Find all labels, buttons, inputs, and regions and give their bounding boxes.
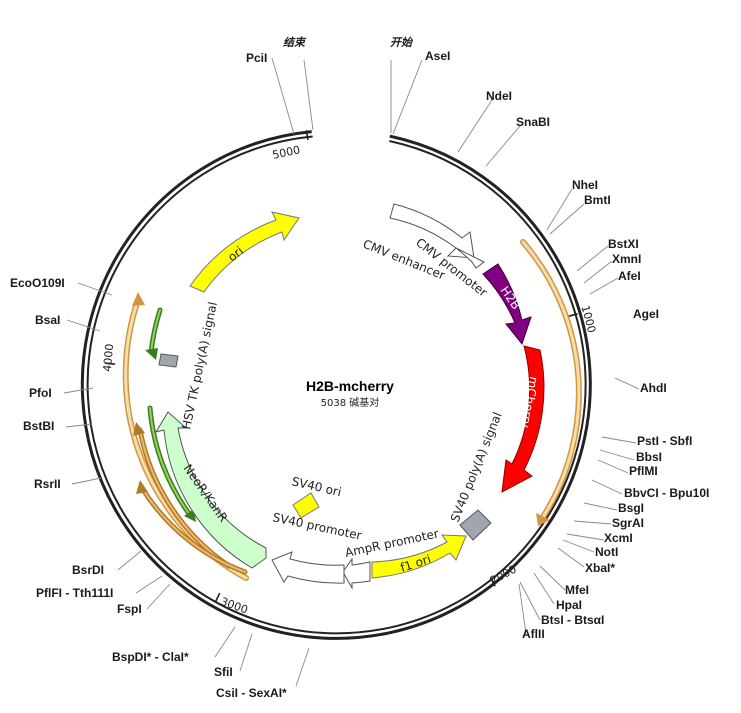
plasmid-length: 5038 碱基对 — [321, 396, 380, 409]
plasmid-title: H2B-mcherry — [306, 378, 394, 394]
green-orf-arrow-upper — [145, 348, 158, 360]
tick-label-4000: 4000 — [101, 343, 116, 372]
site-label-agei: AgeI — [633, 307, 659, 321]
feature-label-hsv-tk-polya: HSV TK poly(A) signal — [179, 301, 220, 431]
site-label-bstxi: BstXI — [608, 237, 639, 251]
start-end-markers — [303, 59, 392, 133]
feature-cmv-promoter — [455, 247, 485, 269]
site-label-psti-sbfi: PstI - SbfI — [637, 434, 692, 448]
feature-sv40-promoter — [271, 551, 345, 584]
site-label-ndei: NdeI — [486, 89, 512, 103]
site-label-bspdi-clai: BspDI* - ClaI* — [112, 650, 189, 664]
feature-mcherry — [501, 345, 545, 493]
site-label-sfii: SfiI — [214, 665, 233, 679]
site-label-nhei: NheI — [572, 178, 598, 192]
site-label-hpai: HpaI — [556, 598, 582, 612]
feature-sv40-polya — [459, 509, 492, 541]
backbone-outer — [80, 130, 592, 640]
tick-label-5000: 5000 — [271, 143, 301, 162]
feature-label-sv40-promoter: SV40 promoter — [271, 510, 363, 543]
site-label-bsai: BsaI — [35, 313, 60, 327]
site-label-asei: AseI — [425, 49, 450, 63]
orf-arrow-left-outer — [132, 292, 145, 306]
feature-hsv-tk-polya — [158, 353, 179, 368]
site-label-bmti: BmtI — [584, 193, 611, 207]
site-label-pcii: PciI — [246, 51, 267, 65]
site-label-xcmi: XcmI — [604, 531, 633, 545]
orf-arrow-left-lower — [136, 480, 148, 494]
feature-neor-kanr — [154, 411, 267, 569]
site-label-mfei: MfeI — [565, 583, 589, 597]
feature-sv40-ori — [292, 492, 320, 519]
orf-arrow-right — [536, 513, 550, 526]
site-label-pflmi: PflMI — [629, 464, 658, 478]
tick-marks — [105, 130, 578, 603]
site-label-afei: AfeI — [618, 269, 641, 283]
site-label-sgrai: SgrAI — [612, 516, 644, 530]
site-label-bsrdi: BsrDI — [72, 563, 104, 577]
orf-arc-left-inner-fill — [139, 429, 230, 567]
site-label-pfoi: PfoI — [29, 386, 52, 400]
site-label-bbsi: BbsI — [636, 450, 662, 464]
feature-ori — [189, 211, 300, 293]
site-label-bsgi: BsgI — [618, 501, 644, 515]
feature-label-f1-ori: f1 ori — [399, 552, 433, 575]
site-label-ahdi: AhdI — [640, 381, 667, 395]
site-label-fspi: FspI — [117, 602, 142, 616]
site-label-snabi: SnaBI — [516, 115, 550, 129]
backbone-inner — [86, 135, 587, 635]
orf-arc-right-inner — [521, 240, 581, 519]
site-labels: AseI NdeI SnaBI NheI BmtI BstXI XmnI Afe… — [10, 49, 709, 700]
site-label-btsi-btsai: BtsI - BtsαI — [541, 613, 604, 627]
orf-arc-left-lower-fill — [141, 487, 246, 573]
site-label-csii-sexai: CsiI - SexAI* — [216, 686, 287, 700]
site-label-pflfi-tth111i: PflFI - Tth111I — [36, 586, 113, 600]
green-orf-arc-lower-fill — [149, 407, 191, 516]
feature-label-sv40-ori: SV40 ori — [290, 474, 342, 499]
feature-h2b — [482, 263, 532, 346]
site-label-xbai: XbaI* — [585, 561, 615, 575]
site-label-xmni: XmnI — [612, 252, 641, 266]
site-leaders — [63, 57, 640, 687]
site-label-bstbi: BstBI — [23, 419, 54, 433]
end-label: 结束 — [283, 36, 307, 49]
feature-f1-ori — [371, 534, 467, 579]
feature-label-sv40-polya: SV40 poly(A) signal — [448, 410, 505, 524]
tick-label-2000: 2000 — [488, 563, 519, 588]
feature-cmv-enhancer — [389, 203, 475, 259]
orf-arrow-left-inner — [133, 422, 145, 436]
site-label-rsrii: RsrII — [34, 477, 61, 491]
site-label-bbvci-bpu10i: BbvCI - Bpu10I — [624, 486, 709, 500]
feature-ampr-promoter — [342, 557, 371, 590]
start-label: 开始 — [390, 36, 414, 49]
site-label-ecoo109i: EcoO109I — [10, 276, 65, 290]
site-label-noti: NotI — [595, 545, 618, 559]
site-label-aflii: AflII — [522, 627, 545, 641]
